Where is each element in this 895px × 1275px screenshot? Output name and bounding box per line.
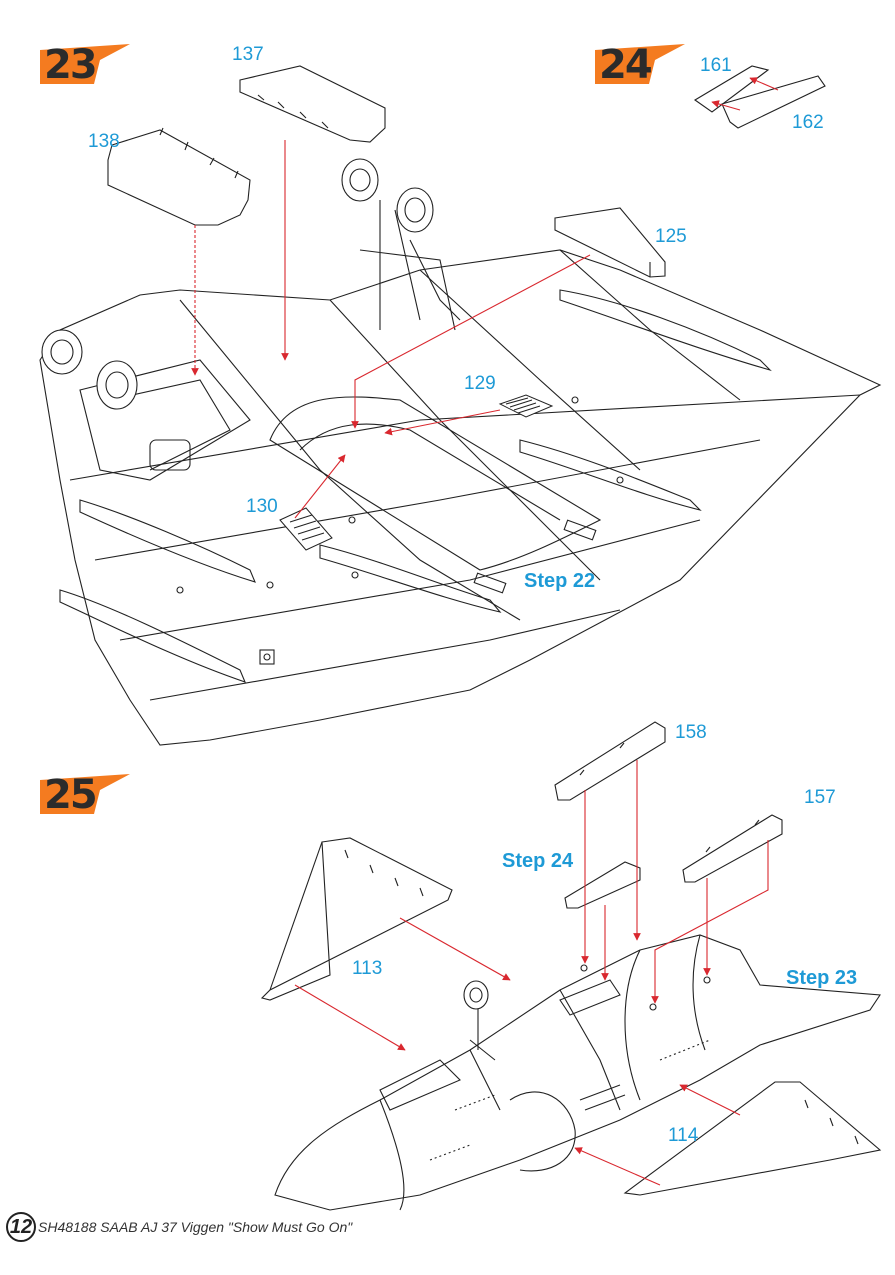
part-label-130: 130 [246,496,278,517]
part-label-161: 161 [700,55,732,76]
step-badge-25: 25 [40,772,136,818]
step-number: 23 [44,42,98,88]
step23-arrows [191,140,591,519]
part-label-162: 162 [792,112,824,133]
part-label-137: 137 [232,44,264,65]
page-number: 12 [6,1212,36,1242]
part-158-shape [554,721,666,801]
part-157-shape [682,814,783,883]
step24-arrows [711,77,779,111]
part-label-138: 138 [88,131,120,152]
part-129-shape [498,394,554,418]
step-ref-23: Step 23 [786,967,858,989]
part-114-shape [623,1081,882,1196]
step-badge-24: 24 [595,42,691,88]
part-125-shape [554,207,666,278]
step24-assembly-shape [564,861,641,909]
step-ref-22: Step 22 [524,570,596,592]
step-badge-23: 23 [40,42,136,88]
part-label-125: 125 [655,226,687,247]
part-137-shape [239,65,386,143]
step-ref-24: Step 24 [502,850,574,872]
page-footer: 12 SH48188 SAAB AJ 37 Viggen "Show Must … [6,1212,352,1242]
wing-underside-drawing [39,158,882,746]
part-label-113: 113 [352,958,383,979]
part-label-157: 157 [804,787,836,808]
step-number: 24 [599,42,653,88]
step-number: 25 [44,772,98,818]
part-label-158: 158 [675,722,707,743]
step25-arrows [294,760,769,1186]
footer-title: SH48188 SAAB AJ 37 Viggen "Show Must Go … [38,1219,353,1235]
fuselage-drawing [274,934,881,1211]
part-label-129: 129 [464,373,496,394]
part-113-shape [260,837,453,1001]
part-130-shape [279,507,333,551]
part-138-shape [107,127,251,226]
part-label-114: 114 [668,1125,699,1146]
